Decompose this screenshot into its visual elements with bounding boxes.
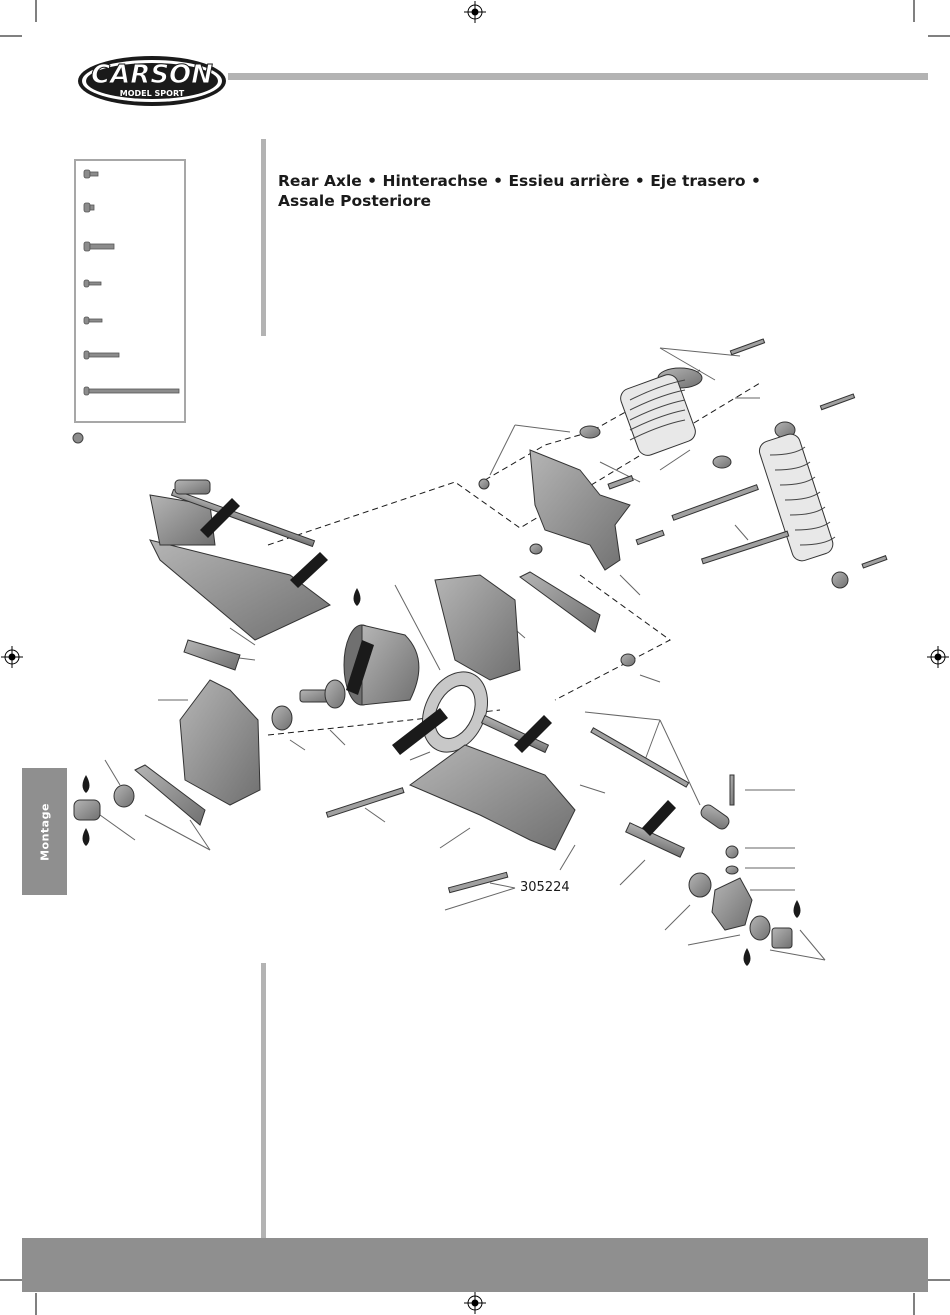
outdrive-cup <box>74 800 100 820</box>
lower-suspension-arm <box>410 745 575 850</box>
turnbuckle <box>699 775 734 831</box>
shock-absorber-rear <box>757 422 848 588</box>
upper-arm-brace <box>520 572 600 632</box>
wheel-hex <box>772 928 792 948</box>
hinge-pin-brace-small <box>184 640 240 670</box>
shock-absorber-front <box>618 368 702 458</box>
preassembled-rear-axle <box>150 480 330 640</box>
gearbox-housing-left <box>180 680 260 805</box>
footer-bar <box>22 1238 928 1292</box>
rear-hub-carrier <box>712 878 752 930</box>
pinion-gear <box>300 680 345 708</box>
part-number-label: 305224 <box>520 880 570 895</box>
rods <box>326 339 887 893</box>
shock-tower <box>530 450 630 570</box>
gearbox-housing-right <box>435 575 520 680</box>
